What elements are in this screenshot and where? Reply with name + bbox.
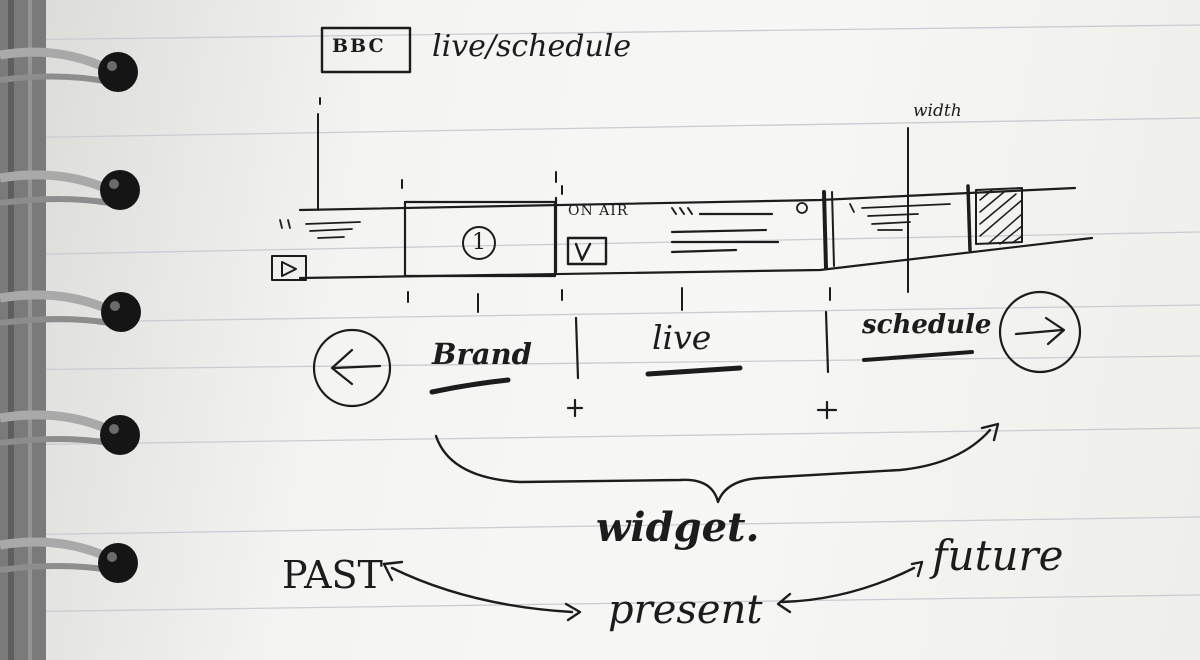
- timeline-arrows: [382, 560, 924, 622]
- section-dividers: [566, 310, 838, 420]
- live-cell-content: [566, 202, 808, 266]
- on-air-badge-icon: [566, 236, 608, 266]
- schedule-cell-content: [849, 203, 951, 231]
- sketch-title: live/schedule: [432, 29, 632, 64]
- spiral-binding-icon: [0, 47, 141, 583]
- tick-marks: [401, 171, 831, 313]
- widget-brace: [434, 428, 992, 504]
- section-label-live: live: [652, 318, 712, 357]
- arrow-left-icon: [312, 328, 392, 408]
- play-icon: [271, 255, 307, 281]
- channel-number-text: 1: [472, 230, 486, 255]
- section-label-schedule: schedule: [862, 310, 992, 340]
- timeline-past: PAST: [282, 553, 383, 597]
- stub-lines: [279, 219, 361, 239]
- timeline-present: present: [608, 587, 763, 633]
- bbc-logo-box: [320, 26, 412, 74]
- left-edge-marker: [317, 97, 321, 211]
- timeline-future: future: [932, 531, 1064, 580]
- bbc-logo-text: BBC: [332, 35, 386, 57]
- widget-label: widget.: [596, 504, 760, 551]
- widget-bar: [298, 184, 1094, 280]
- width-label: width: [913, 101, 962, 121]
- channel-number: 1: [462, 226, 496, 260]
- notebook-cover: [0, 0, 46, 660]
- ruled-lines: [0, 24, 1200, 613]
- arrow-right-icon: [998, 290, 1082, 374]
- section-label-brand: Brand: [432, 337, 532, 371]
- hatched-end-cell: [975, 187, 1023, 245]
- on-air-label: ON AIR: [568, 203, 629, 219]
- label-underlines: [429, 350, 974, 395]
